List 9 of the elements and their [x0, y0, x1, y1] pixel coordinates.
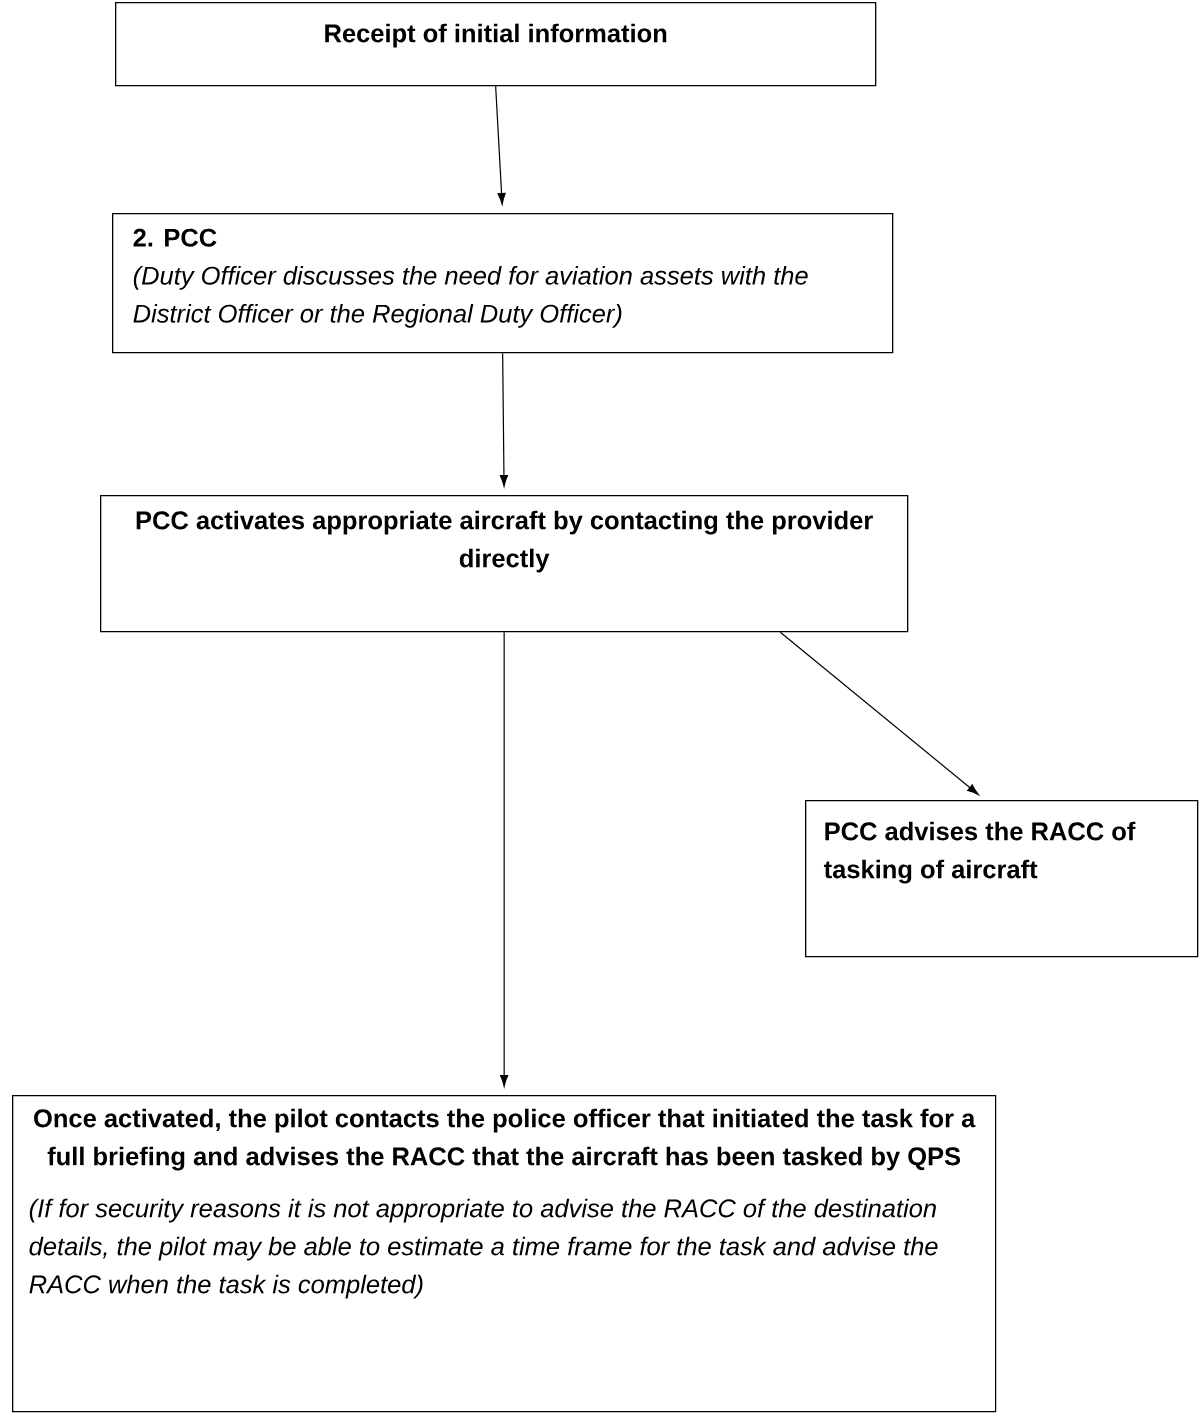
process-box: 2. PCC (Duty Officer discusses the need for aviation assets with the District Officer or the Regional Duty Officer): [112, 213, 894, 354]
process-box: Receipt of initial information: [115, 2, 877, 87]
arrow: [500, 631, 509, 1087]
arrow: [499, 352, 509, 487]
arrow: [495, 85, 506, 205]
process-box: PCC activates appropriate aircraft by contacting the provider directly: [100, 495, 909, 633]
process-box: PCC advises the RACC of tasking of aircraft: [805, 800, 1199, 958]
process-box: Once activated, the pilot contacts the police officer that initiated the task for a full briefing and advises the RACC that the aircraft has been tasked by QPS (If for security reasons it is not appropriate to advise the RACC of the destination details, the pilot may be able to estimate a time frame for the task and advise the RACC when the task is completed): [12, 1095, 997, 1413]
arrow: [779, 631, 979, 795]
